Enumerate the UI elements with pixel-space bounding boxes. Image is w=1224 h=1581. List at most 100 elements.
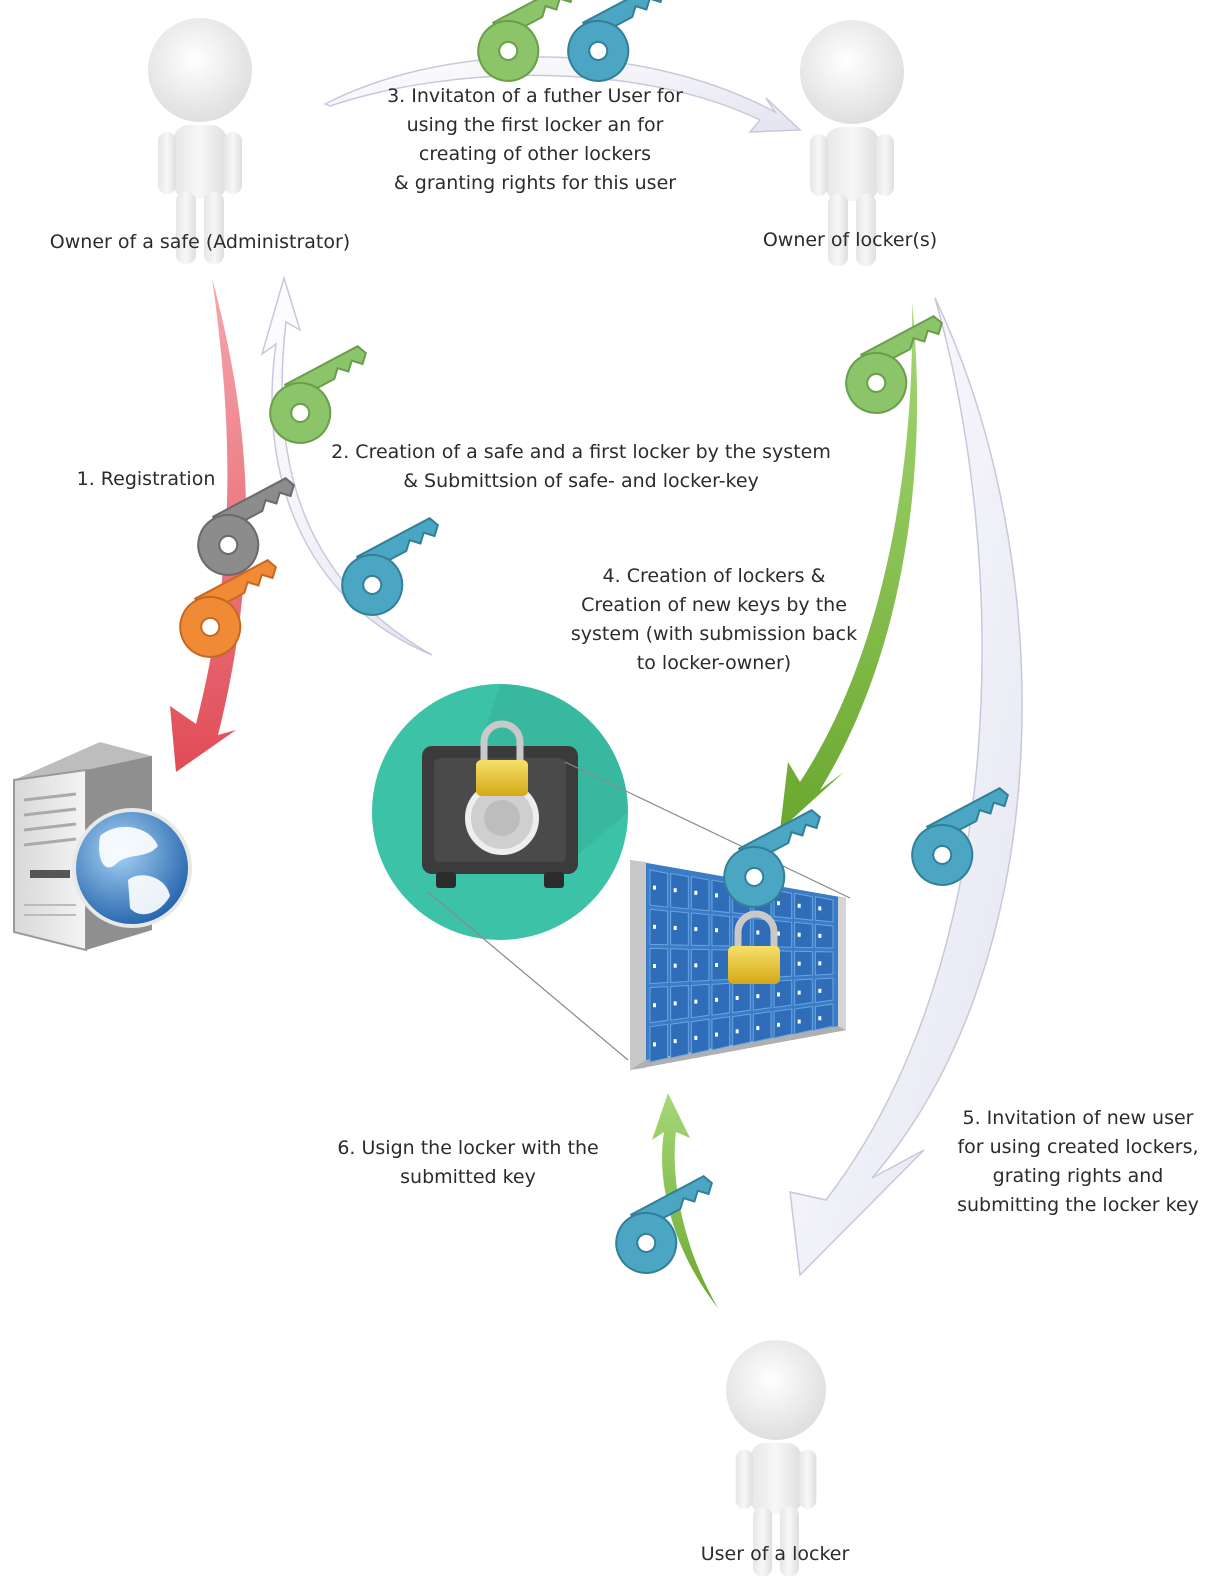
locker-door: [773, 979, 793, 1009]
locker-keyhole: [777, 992, 780, 997]
locker-keyhole: [735, 1029, 739, 1034]
locker-door: [814, 923, 834, 949]
actor-label-owner: Owner of locker(s): [762, 229, 938, 251]
locker-keyhole: [673, 1039, 677, 1044]
step-label-6: 6. Usign the locker with the submitted k…: [337, 1137, 599, 1188]
locker-keyhole: [694, 927, 698, 932]
locker-keyhole: [694, 963, 698, 968]
locker-door: [690, 876, 710, 912]
locker-keyhole: [694, 999, 698, 1004]
locker-keyhole: [777, 931, 780, 936]
locker-door: [814, 951, 834, 976]
locker-keyhole: [653, 885, 656, 890]
locker-door: [752, 1011, 772, 1043]
locker-door: [794, 1005, 813, 1035]
locker-keyhole: [797, 903, 801, 908]
step-label-1: 1. Registration: [76, 468, 216, 490]
arrow-step6: [652, 1093, 718, 1308]
locker-keyhole: [818, 1016, 822, 1021]
locker-keyhole: [715, 963, 718, 967]
locker-keyhole: [673, 888, 677, 893]
locker-keyhole: [673, 963, 677, 968]
locker-door: [670, 1021, 689, 1059]
locker-door: [794, 921, 813, 949]
key-icon-blue-top: [555, 0, 690, 93]
actor-label-user: User of a locker: [700, 1543, 850, 1565]
arrow-step4: [780, 302, 918, 830]
arrow-step5: [789, 297, 1023, 1277]
locker-door: [752, 980, 772, 1011]
locker-keyhole: [756, 930, 760, 935]
locker-door: [773, 1008, 793, 1039]
locker-keyhole: [797, 1019, 801, 1024]
step-label-3: 3. Invitaton of a futher User for using …: [387, 85, 683, 194]
step-label-4: 4. Creation of lockers & Creation of new…: [570, 565, 858, 674]
locker-door: [670, 910, 689, 946]
locker-door: [814, 977, 834, 1004]
locker-door: [670, 984, 689, 1021]
locker-door: [670, 948, 689, 984]
key-icon-blue-step6: [603, 1173, 738, 1285]
locker-keyhole: [818, 933, 822, 938]
locker-keyhole: [653, 1042, 656, 1047]
key-icon-green-step4: [833, 313, 968, 425]
locker-door: [649, 947, 669, 985]
locker-keyhole: [715, 893, 718, 898]
safe-icon: [372, 684, 628, 940]
key-icon-gray: [185, 475, 320, 587]
zoom-line-bottom: [427, 891, 629, 1061]
locker-door: [794, 950, 813, 977]
locker-door: [814, 1003, 834, 1031]
locker-door: [649, 1023, 669, 1063]
locker-keyhole: [818, 988, 822, 993]
locker-keyhole: [653, 924, 656, 929]
locker-door: [711, 949, 731, 981]
zoom-line-top: [564, 761, 851, 899]
locker-door: [649, 869, 669, 908]
locker-door: [814, 896, 834, 923]
key-icon-blue-locker: [711, 807, 846, 919]
locker-door: [690, 948, 710, 982]
locker-door: [711, 982, 731, 1016]
locker-keyhole: [735, 996, 739, 1000]
locker-door: [690, 1018, 710, 1055]
locker-door: [773, 889, 793, 919]
key-icon-blue-step5: [899, 785, 1034, 897]
locker-door: [732, 1013, 751, 1047]
locker-keyhole: [756, 994, 760, 999]
server-globe-icon: [13, 742, 192, 952]
locker-keyhole: [797, 932, 801, 937]
locker-door: [711, 1016, 731, 1051]
locker-door: [794, 978, 813, 1006]
locker-keyhole: [653, 964, 656, 968]
step-label-2: 2. Creation of a safe and a first locker…: [331, 441, 831, 492]
step-label-5: 5. Invitation of new user for using crea…: [957, 1107, 1199, 1216]
locker-keyhole: [797, 990, 801, 995]
key-icon-green-step2: [257, 343, 392, 455]
locker-keyhole: [715, 1032, 718, 1037]
locker-keyhole: [777, 901, 780, 906]
locker-keyhole: [715, 928, 718, 933]
locker-door: [649, 986, 669, 1024]
key-icon-green-top: [465, 0, 600, 93]
locker-keyhole: [673, 925, 677, 930]
locker-keyhole: [653, 1003, 656, 1008]
locker-keyhole: [818, 906, 822, 911]
key-icon-blue-step2: [329, 515, 464, 627]
locker-door: [711, 914, 731, 947]
locker-keyhole: [694, 1035, 698, 1040]
arrow-step3: [323, 56, 802, 133]
locker-door: [690, 912, 710, 947]
locker-door: [670, 872, 689, 910]
locker-keyhole: [715, 997, 718, 1002]
locker-keyhole: [694, 890, 698, 895]
locker-keyhole: [777, 1022, 780, 1027]
arrow-step2: [260, 275, 433, 656]
padlock-icon: [728, 910, 780, 984]
locker-door: [690, 983, 710, 1019]
key-icon-orange: [167, 557, 302, 669]
locker-door: [794, 892, 813, 921]
locker-keyhole: [818, 961, 822, 966]
